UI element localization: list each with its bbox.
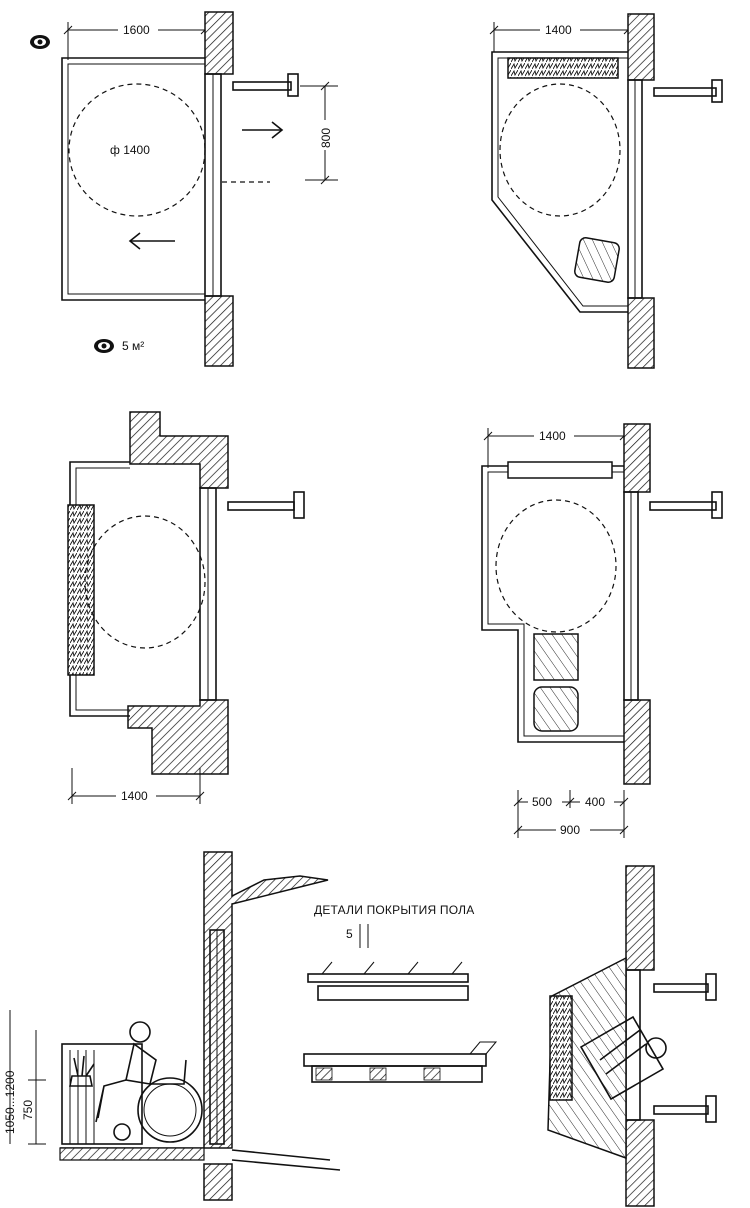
dim-b-label: 400 — [585, 795, 605, 809]
eye-icon — [30, 35, 50, 49]
height-dimensions: 750 1050...1200 — [3, 1010, 46, 1145]
width-dimension: 1400 — [483, 428, 629, 468]
height-low-label: 750 — [21, 1100, 35, 1120]
building-wall — [204, 11, 234, 75]
door-dim-label: 800 — [319, 128, 333, 148]
width-dimension: 1400 — [489, 22, 633, 52]
wheelchair-user — [95, 1021, 203, 1143]
eye-icon — [94, 339, 114, 353]
width-dim-label: 1400 — [539, 429, 566, 443]
building-wall — [129, 411, 229, 489]
circle-label: ф 1400 — [110, 143, 150, 157]
planter — [67, 504, 95, 676]
area-label: 5 м² — [122, 339, 144, 353]
dim-a-label: 500 — [532, 795, 552, 809]
panel-plan-6 — [547, 865, 717, 1207]
width-dim-label: 1400 — [545, 23, 572, 37]
panel-plan-2: 1400 — [489, 13, 723, 369]
planter — [507, 57, 619, 79]
wheelchair-user — [579, 1015, 667, 1101]
width-dim-label: 1600 — [123, 23, 150, 37]
balcony-outline — [481, 465, 624, 743]
gap-dim-label: 5 — [346, 927, 353, 941]
arrow-left-icon — [128, 232, 175, 250]
panel-plan-1: 1600 ф 1400 — [30, 11, 338, 367]
plant-icon — [69, 1055, 95, 1087]
turning-circle — [68, 83, 206, 217]
panel-plan-3: 1400 — [67, 411, 305, 804]
width-dimension: 1600 — [63, 22, 210, 60]
chair — [533, 633, 579, 681]
width-dimension: 1400 — [67, 768, 205, 804]
panel-plan-4: 1400 500 400 900 — [481, 423, 723, 838]
chair — [574, 237, 620, 283]
planter — [549, 995, 573, 1101]
chair — [533, 686, 579, 732]
floor-details-title: ДЕТАЛИ ПОКРЫТИЯ ПОЛА — [314, 903, 474, 917]
arrow-right-icon — [242, 121, 284, 139]
balcony-outline — [491, 51, 628, 313]
dim-total-label: 900 — [560, 823, 580, 837]
panel-section-wheelchair: 750 1050...1200 — [3, 851, 341, 1201]
balcony-outline — [61, 57, 205, 301]
door-dimension: 800 — [300, 81, 338, 185]
floor-details: ДЕТАЛИ ПОКРЫТИЯ ПОЛА 5 — [303, 903, 498, 1083]
height-high-label: 1050...1200 — [3, 1070, 17, 1134]
depth-dimensions: 500 400 900 — [513, 790, 629, 838]
width-dim-label: 1400 — [121, 789, 148, 803]
